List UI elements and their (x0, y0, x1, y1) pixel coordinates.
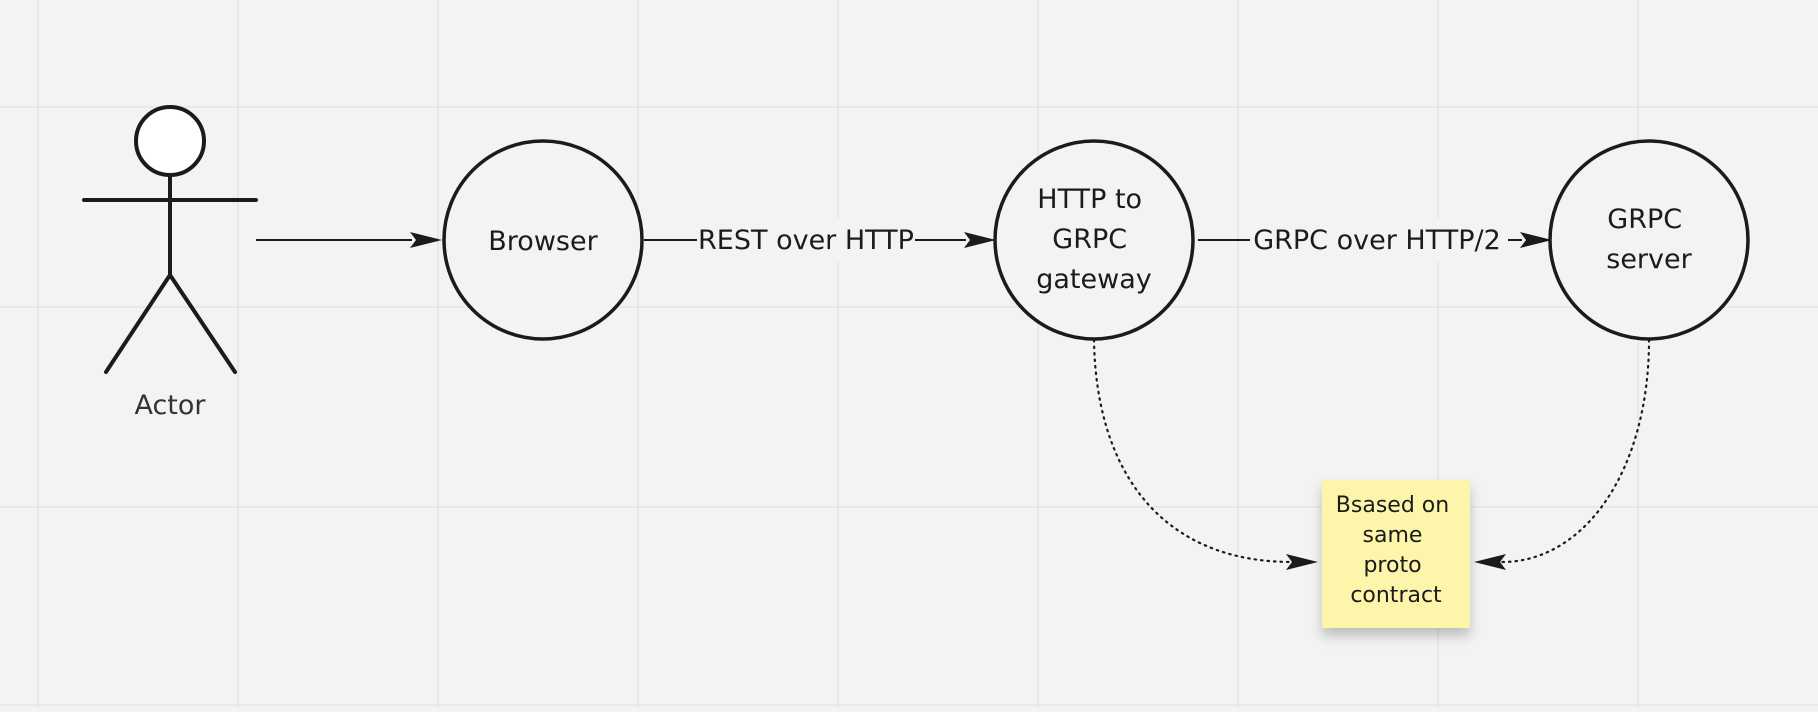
sticky-note-line-4: contract (1350, 583, 1442, 608)
node-server-line-1: GRPC (1607, 204, 1682, 235)
edge-gateway-to-server[interactable]: GRPC over HTTP/2 (1198, 218, 1552, 262)
node-server[interactable]: GRPC server (1548, 139, 1750, 341)
node-gateway-label: HTTP to GRPC gateway (1036, 184, 1152, 295)
actor-right-leg (168, 273, 237, 374)
edge-label-grpc: GRPC over HTTP/2 (1253, 225, 1501, 256)
actor-label: Actor (134, 390, 206, 421)
node-gateway[interactable]: HTTP to GRPC gateway (993, 139, 1195, 341)
sticky-note-line-1: Bsased on (1336, 493, 1449, 518)
node-browser-label: Browser (488, 226, 598, 257)
arrowhead-icon (1520, 232, 1552, 248)
edge-server-to-note[interactable] (1474, 338, 1651, 570)
actor-head (134, 105, 206, 177)
node-server-label: GRPC server (1606, 204, 1692, 275)
sticky-note-line-3: proto (1363, 553, 1421, 578)
node-browser[interactable]: Browser (442, 139, 644, 341)
actor-figure[interactable]: Actor (82, 105, 258, 421)
edge-label-rest: REST over HTTP (698, 225, 914, 256)
edge-browser-to-gateway[interactable]: REST over HTTP (644, 218, 996, 262)
arrowhead-icon (964, 232, 996, 248)
sticky-note-text: Bsased on same proto contract (1336, 493, 1456, 608)
node-browser-line-1: Browser (488, 226, 598, 257)
node-gateway-line-2: GRPC (1052, 224, 1127, 255)
node-gateway-line-3: gateway (1036, 264, 1152, 295)
node-server-line-2: server (1606, 244, 1692, 275)
sticky-note-paper (1322, 480, 1470, 628)
actor-left-leg (104, 273, 172, 374)
arrowhead-icon (1474, 554, 1506, 570)
sticky-note-line-2: same (1363, 523, 1423, 548)
arrowhead-icon (1286, 554, 1318, 570)
edge-actor-to-browser[interactable] (256, 232, 442, 248)
edge-gateway-to-note[interactable] (1092, 338, 1318, 570)
arrowhead-icon (410, 232, 442, 248)
sticky-note[interactable]: Bsased on same proto contract (1322, 480, 1470, 628)
node-gateway-line-1: HTTP to (1037, 184, 1142, 215)
